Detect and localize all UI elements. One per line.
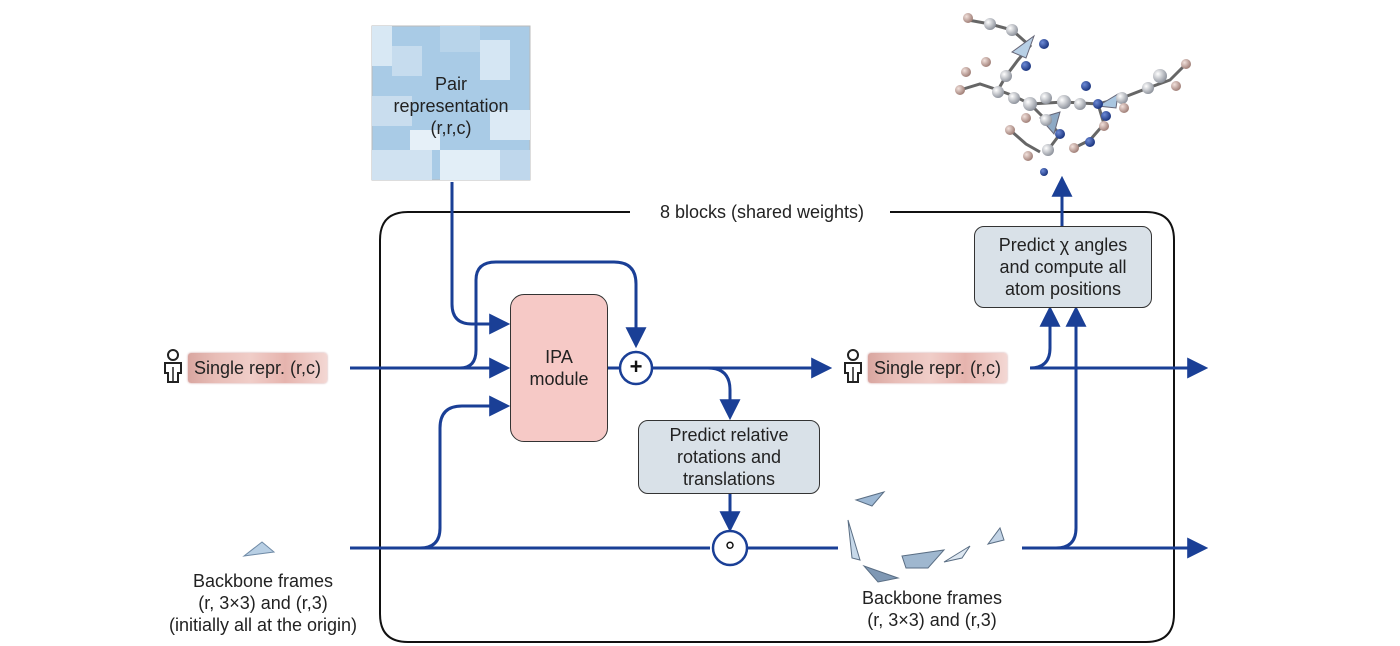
backbone-in-line2: (r, 3×3) and (r,3) (198, 593, 328, 613)
backbone-out-line1: Backbone frames (861, 588, 1003, 608)
predict-rel-line1: Predict relative (669, 425, 789, 445)
plus-symbol: + (629, 354, 643, 379)
predict-chi-line2: and compute all (999, 257, 1127, 277)
ipa-module-line2: module (529, 369, 589, 389)
predict-rel-line2: rotations and (676, 447, 782, 467)
ipa-module-line1: IPA (545, 347, 573, 367)
arrow-to-predict-rel (707, 366, 741, 421)
predict-chi-line3: atom positions (1004, 279, 1122, 299)
pair-repr-line3: (r,r,c) (430, 118, 472, 138)
arrow-skip-to-plus (459, 260, 647, 370)
protein-structure-image (955, 13, 1191, 176)
backbone-frames-output-label: Backbone frames (r, 3×3) and (r,3) (822, 587, 1042, 631)
single-repr-output: Single repr. (r,c) (868, 353, 1008, 383)
backbone-frames-input-label: Backbone frames (r, 3×3) and (r,3) (init… (138, 570, 388, 636)
predict-chi-line1: Predict χ angles (998, 235, 1128, 255)
pair-repr-line2: representation (393, 96, 509, 116)
compose-symbol: ∘ (722, 532, 738, 559)
arrow-pair-to-ipa (450, 182, 511, 335)
ipa-module-box: IPA module (510, 294, 608, 442)
backbone-frame-input-shape (242, 541, 276, 557)
arrow-single-to-chi (1029, 305, 1061, 370)
arrow-backbone-to-chi (1055, 305, 1087, 550)
pair-representation-image (371, 25, 531, 181)
person-icon-input (164, 349, 182, 383)
plus-circle (618, 350, 654, 386)
predict-rel-line3: translations (682, 469, 776, 489)
predict-chi-box: Predict χ angles and compute all atom po… (974, 226, 1152, 308)
backbone-in-line3: (initially all at the origin) (168, 615, 358, 635)
backbone-in-line1: Backbone frames (192, 571, 334, 591)
predict-relative-box: Predict relative rotations and translati… (638, 420, 820, 494)
loop-box (379, 211, 1175, 643)
arrow-backbone-to-ipa (419, 395, 511, 550)
arrows (350, 175, 1209, 559)
pair-repr-line1: Pair (434, 74, 467, 94)
backbone-out-line2: (r, 3×3) and (r,3) (867, 610, 997, 630)
compose-circle (711, 529, 749, 567)
backbone-frames-output-shapes (847, 491, 1005, 583)
loop-label: 8 blocks (shared weights) (659, 202, 865, 222)
single-repr-input: Single repr. (r,c) (188, 353, 328, 383)
pair-representation-label: Pair representation (r,r,c) (372, 66, 530, 146)
person-icon-output (844, 349, 862, 383)
